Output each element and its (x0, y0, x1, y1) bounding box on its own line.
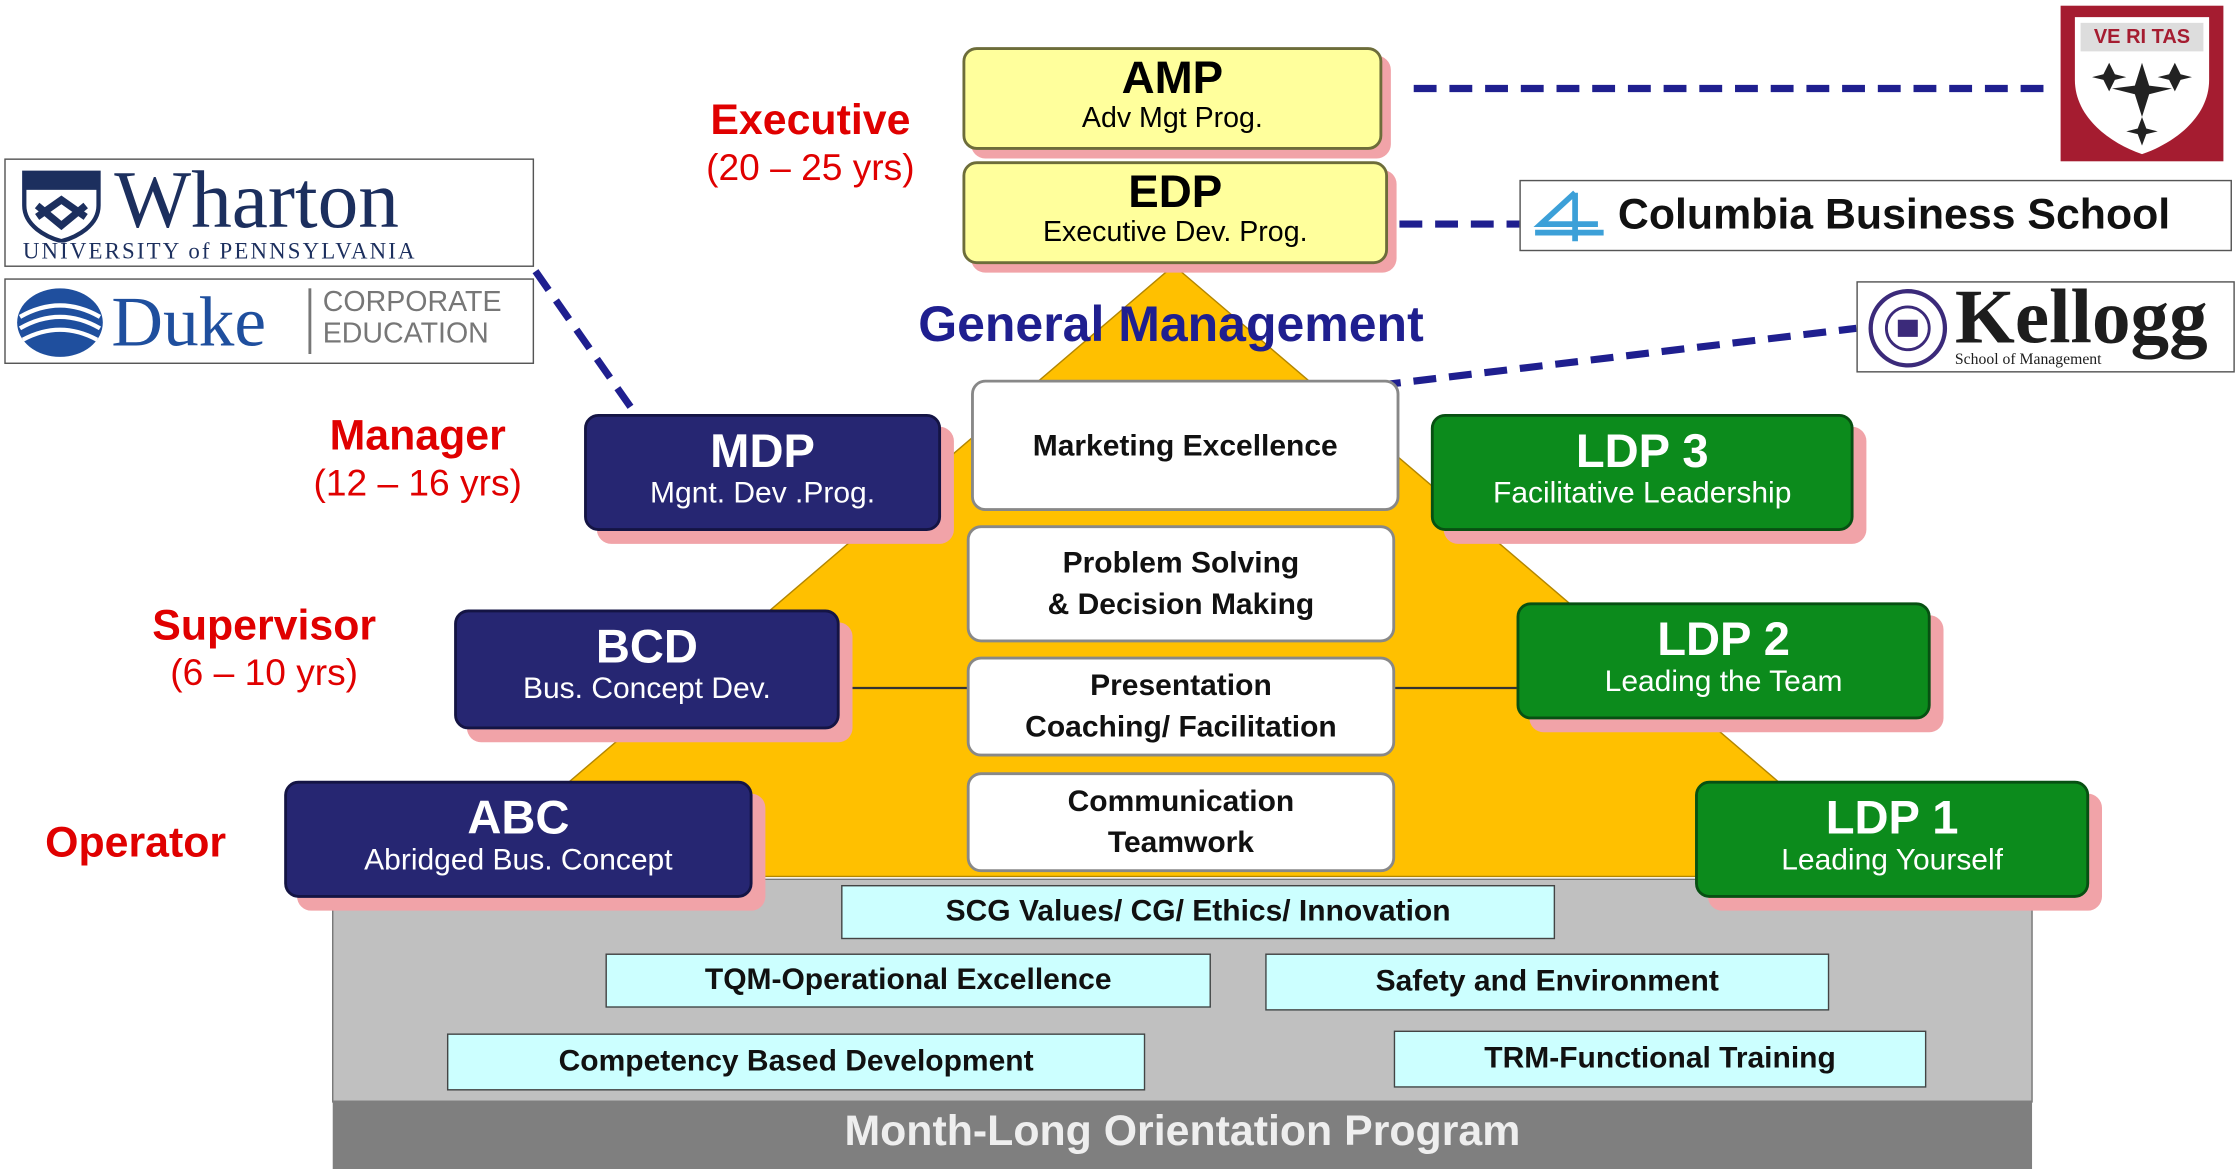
level-title: Supervisor (152, 602, 377, 650)
skill-line: Communication (1067, 785, 1295, 818)
skill-box-presentation: Presentation Coaching/ Facilitation (966, 656, 1396, 757)
program-desc: Abridged Bus. Concept (364, 843, 673, 877)
program-desc: Leading the Team (1604, 665, 1843, 698)
level-title: Manager (329, 412, 506, 460)
program-code: EDP (1128, 165, 1223, 217)
kellogg-wordmark: Kellogg (1954, 274, 2208, 360)
wharton-mdp-connector (532, 269, 639, 416)
harvard-shield-icon (2074, 17, 2210, 155)
foundation-competency: Competency Based Development (446, 1033, 1146, 1091)
wharton-logo: Wharton UNIVERSITY of PENNSYLVANIA (4, 155, 535, 267)
duke-subtitle: CORPORATE EDUCATION (323, 287, 502, 350)
duke-logo: Duke CORPORATE EDUCATION (4, 278, 535, 364)
duke-globe-icon (17, 288, 103, 357)
level-title: Operator (45, 819, 227, 867)
skill-line: Presentation (1090, 669, 1272, 703)
program-code: AMP (1121, 51, 1224, 103)
program-desc: Facilitative Leadership (1492, 476, 1792, 510)
skill-line: Marketing Excellence (1032, 428, 1338, 462)
skill-line: Coaching/ Facilitation (1025, 710, 1337, 744)
orientation-program-label: Month-Long Orientation Program (844, 1107, 1521, 1155)
foundation-trm: TRM-Functional Training (1393, 1030, 1927, 1088)
duke-sub-line: EDUCATION (322, 318, 489, 350)
skill-line: Teamwork (1107, 826, 1255, 860)
gm-kellogg-connector (1377, 324, 1857, 389)
amp-box: AMP Adv Mgt Prog. (962, 47, 1383, 150)
level-operator: Operator (14, 819, 257, 868)
program-code: ABC (467, 790, 570, 844)
general-management-title: General Management (918, 296, 1424, 353)
level-years: (12 – 16 yrs) (313, 461, 522, 504)
program-desc: Adv Mgt Prog. (1081, 102, 1263, 135)
harvard-veritas-text: VE RI TAS (2093, 24, 2191, 48)
duke-wordmark: Duke (111, 281, 267, 362)
foundation-safety: Safety and Environment (1265, 953, 1830, 1011)
skill-line: & Decision Making (1047, 588, 1315, 621)
abc-box: ABC Abridged Bus. Concept (284, 780, 753, 898)
foundation-tqm: TQM-Operational Excellence (605, 953, 1211, 1008)
foundation-scg-values: SCG Values/ CG/ Ethics/ Innovation (841, 884, 1556, 940)
ldp1-box: LDP 1 Leading Yourself (1695, 780, 2090, 898)
ldp3-box: LDP 3 Facilitative Leadership (1430, 413, 1854, 531)
kellogg-subtitle: School of Management (1954, 351, 2102, 369)
program-code: BCD (595, 619, 698, 673)
level-manager: Manager (12 – 16 yrs) (278, 413, 556, 506)
ldp2-box: LDP 2 Leading the Team (1516, 602, 1931, 720)
level-years: (6 – 10 yrs) (170, 650, 359, 694)
wharton-wordmark: Wharton (114, 155, 400, 246)
skill-box-communication: Communication Teamwork (966, 772, 1396, 873)
level-executive: Executive (20 – 25 yrs) (671, 97, 949, 190)
duke-divider (308, 288, 312, 354)
columbia-logo: Columbia Business School (1519, 179, 2232, 252)
program-desc: Bus. Concept Dev. (522, 672, 771, 706)
level-years: (20 – 25 yrs) (706, 145, 915, 189)
program-desc: Leading Yourself (1781, 843, 2003, 877)
edp-box: EDP Executive Dev. Prog. (962, 161, 1389, 265)
duke-sub-line: CORPORATE (322, 286, 502, 319)
harvard-shield-logo: VE RI TAS (2060, 5, 2224, 162)
program-code: LDP 3 (1575, 423, 1709, 477)
orientation-bar (332, 1100, 2033, 1169)
program-code: LDP 1 (1825, 790, 1959, 844)
columbia-wordmark: Columbia Business School (1617, 191, 2171, 239)
northwestern-seal-icon (1868, 289, 1948, 368)
mdp-box: MDP Mgnt. Dev .Prog. (584, 413, 942, 531)
program-desc: Mgnt. Dev .Prog. (650, 476, 876, 510)
skill-line: Problem Solving (1062, 546, 1300, 580)
skill-box-problem-solving: Problem Solving & Decision Making (966, 525, 1396, 643)
level-supervisor: Supervisor (6 – 10 yrs) (121, 602, 407, 695)
columbia-mark-icon (1533, 190, 1604, 242)
wharton-subtitle: UNIVERSITY of PENNSYLVANIA (22, 239, 417, 265)
bcd-box: BCD Bus. Concept Dev. (454, 609, 840, 730)
skill-box-marketing: Marketing Excellence (971, 379, 1400, 512)
program-code: LDP 2 (1657, 612, 1790, 666)
kellogg-logo: Kellogg School of Management (1856, 277, 2235, 373)
program-code: MDP (710, 423, 815, 477)
level-title: Executive (710, 97, 911, 145)
wharton-shield-icon (22, 170, 101, 243)
program-desc: Executive Dev. Prog. (1042, 216, 1308, 249)
